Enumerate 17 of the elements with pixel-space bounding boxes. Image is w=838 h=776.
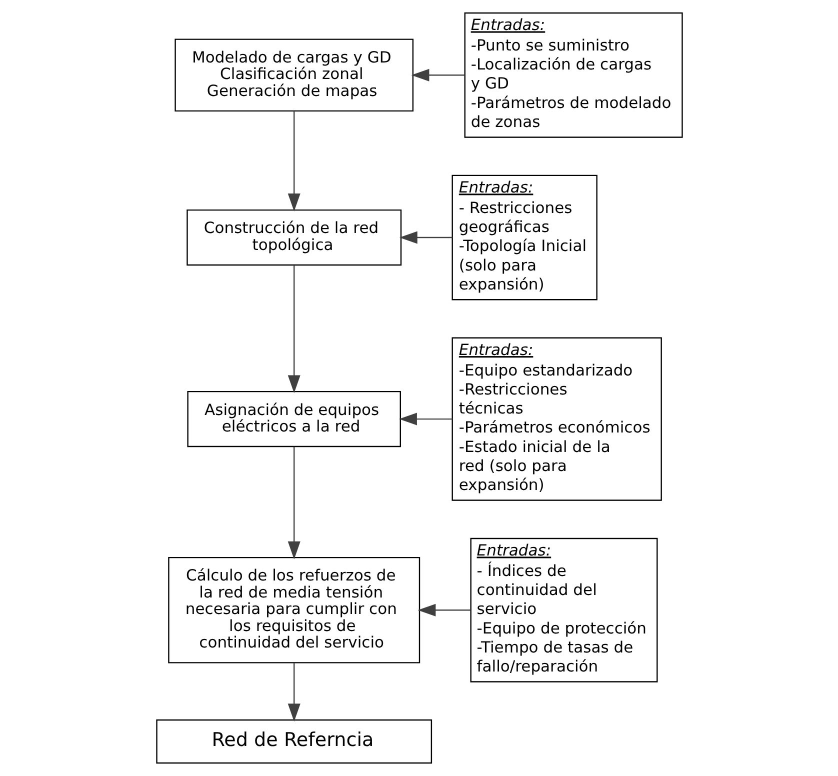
arrow (398, 231, 452, 244)
arrow (417, 604, 470, 616)
arrow (287, 111, 300, 212)
node-box: Asignación de equipos eléctricos a la red (186, 390, 400, 448)
node-box: Construcción de la red topológica (186, 209, 402, 266)
arrow (398, 412, 452, 426)
node-box: Entradas: - Restricciones geográficas -Topología Inicial (solo para expansión) (451, 174, 597, 300)
arrow (287, 446, 300, 560)
node-box: Modelado de cargas y GD Clasificación zonal Generación de mapas (174, 38, 414, 112)
arrow (410, 68, 464, 82)
node-box: Red de Referncia (156, 719, 432, 764)
node-box: Entradas: -Equipo estandarizado -Restricciones técnicas -Parámetros económicos -Estado inicial de la red (solo para expansión) (451, 337, 662, 501)
arrow (287, 663, 300, 722)
arrow (287, 265, 300, 394)
node-box: Cálculo de los refuerzos de la red de media tensión necesaria para cumplir con los requisitos de continuidad del servicio (168, 556, 420, 664)
node-box: Entradas: - Índices de continuidad del servicio -Equipo de protección -Tiempo de tasas de fallo/reparación (470, 538, 658, 682)
node-box: Entradas: -Punto se suministro -Localización de cargas y GD -Parámetros de modelado de zonas (464, 12, 682, 138)
